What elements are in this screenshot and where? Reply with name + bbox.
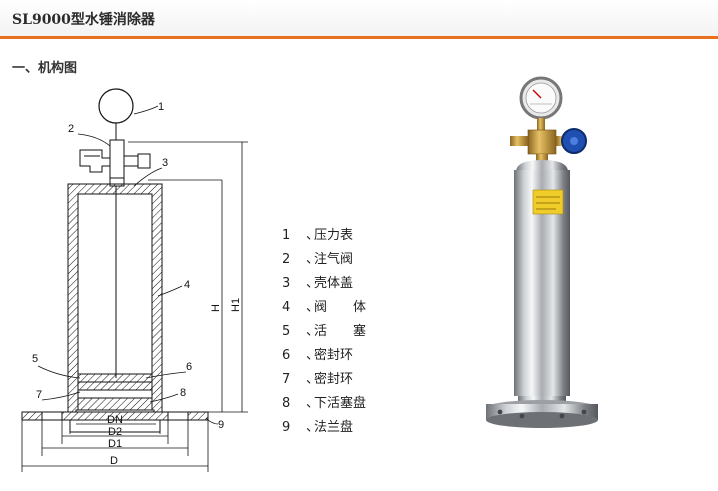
part-separator: 、 (306, 300, 320, 315)
part-number: 8 (282, 396, 291, 411)
part-number: 6 (282, 348, 291, 363)
callout-2: 2 (68, 123, 74, 135)
callout-5: 5 (32, 353, 38, 365)
parts-list-item: 8 、下活塞盘 (282, 392, 366, 416)
valve-handle-symbol (79, 149, 111, 173)
valve-symbol (109, 139, 125, 187)
parts-list-item: 1 、压力表 (282, 224, 366, 248)
part-name: 阀 体 (314, 300, 367, 315)
structure-diagram: H H1 DN D2 D1 D 1 2 3 4 5 6 7 8 9 (21, 88, 248, 472)
parts-list-item: 7 、密封环 (282, 368, 366, 392)
part-name: 注气阀 (314, 252, 354, 267)
cylinder-body-image (514, 178, 570, 396)
dim-h-label: H (210, 304, 222, 312)
part-separator: 、 (306, 372, 320, 387)
part-separator: 、 (306, 324, 320, 339)
part-separator: 、 (306, 228, 320, 243)
dim-d-label: D (110, 455, 118, 467)
part-number: 3 (282, 276, 291, 291)
callout-1: 1 (158, 101, 164, 113)
part-separator: 、 (306, 276, 320, 291)
part-number: 9 (282, 420, 291, 435)
callout-6: 6 (186, 361, 192, 373)
callout-7: 7 (36, 389, 42, 401)
page-header: SL9000型水锤消除器 (0, 0, 718, 39)
callout-8: 8 (180, 387, 186, 399)
part-name: 活 塞 (314, 324, 367, 339)
parts-list-item: 4 、阀 体 (282, 296, 366, 320)
part-name: 密封环 (314, 372, 354, 387)
dim-dn-label: DN (107, 414, 123, 426)
part-separator: 、 (306, 396, 320, 411)
brass-valve-image (527, 129, 557, 155)
nameplate-image (532, 189, 564, 215)
parts-list-item: 3 、壳体盖 (282, 272, 366, 296)
part-name: 压力表 (314, 228, 354, 243)
part-number: 1 (282, 228, 291, 243)
part-number: 7 (282, 372, 291, 387)
part-number: 2 (282, 252, 291, 267)
parts-list-item: 6 、密封环 (282, 344, 366, 368)
product-photo (486, 76, 598, 428)
part-name: 壳体盖 (314, 276, 354, 291)
section-title: 一、机构图 (12, 61, 78, 76)
header-title: SL9000型水锤消除器 (12, 12, 155, 28)
callout-4: 4 (184, 279, 190, 291)
callout-9: 9 (218, 419, 224, 431)
part-name: 下活塞盘 (314, 396, 367, 411)
part-separator: 、 (306, 252, 320, 267)
part-number: 5 (282, 324, 291, 339)
dim-h1-label: H1 (230, 298, 242, 312)
parts-list-item: 9 、法兰盘 (282, 416, 366, 440)
part-separator: 、 (306, 420, 320, 435)
parts-list-item: 5 、活 塞 (282, 320, 366, 344)
part-number: 4 (282, 300, 291, 315)
part-name: 法兰盘 (314, 420, 354, 435)
parts-list-item: 2 、注气阀 (282, 248, 366, 272)
gauge-symbol (98, 88, 134, 124)
dim-d1-label: D1 (108, 438, 122, 450)
callout-3: 3 (162, 157, 168, 169)
part-separator: 、 (306, 348, 320, 363)
dim-d2-label: D2 (108, 426, 122, 438)
part-name: 密封环 (314, 348, 354, 363)
